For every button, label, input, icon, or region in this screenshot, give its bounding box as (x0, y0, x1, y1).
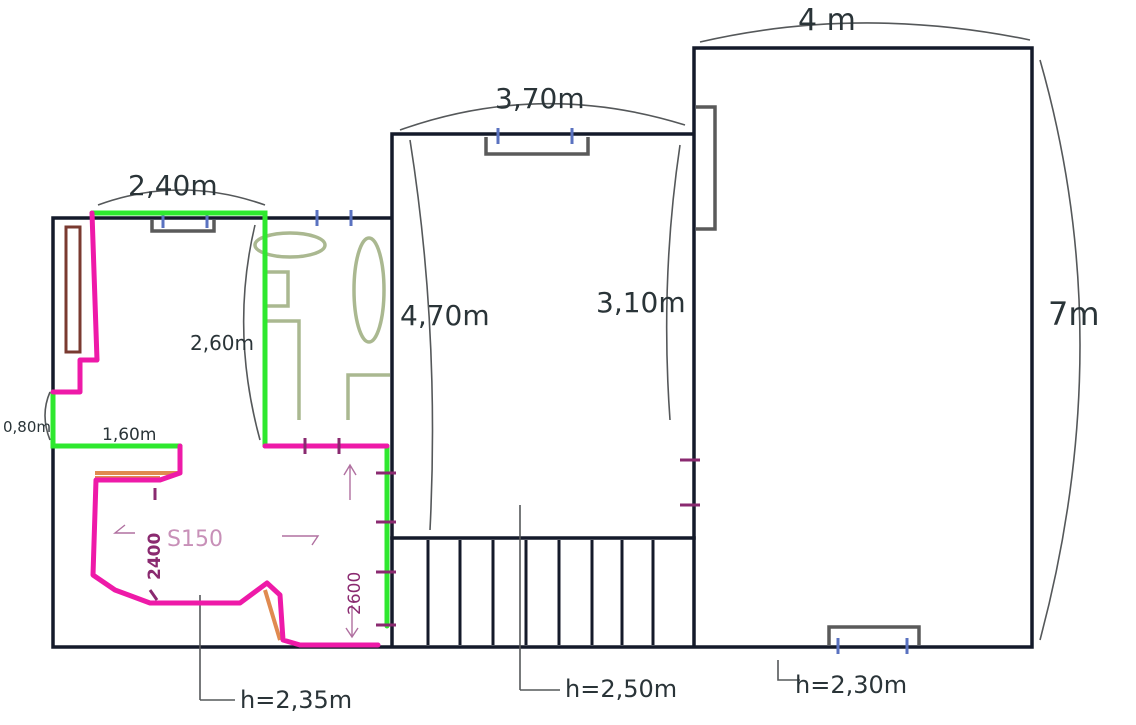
dim-middle-depth: 3,10m (596, 286, 686, 319)
dim-kitchen-run-b: 2600 (345, 572, 365, 615)
dim-middle-width: 3,70m (495, 82, 585, 115)
highlight-pink (50, 210, 390, 648)
windows (150, 105, 921, 654)
plum-markers (148, 438, 700, 627)
height-left: h=2,35m (240, 686, 352, 714)
bathroom-fixtures (253, 231, 390, 420)
kitchen-model-label: S150 (167, 527, 223, 552)
dim-right-width: 4 m (798, 3, 856, 38)
dim-left-step: 1,60m (102, 425, 156, 445)
dim-left-offset: 0,80m (3, 418, 51, 436)
dim-middle-wall: 4,70m (400, 299, 490, 332)
dim-bathroom-depth: 2,60m (190, 331, 254, 355)
staircase (426, 540, 655, 645)
dim-right-length: 7m (1048, 295, 1100, 333)
counter-outline (95, 471, 282, 641)
height-middle: h=2,50m (565, 675, 677, 703)
highlight-green (50, 210, 390, 629)
radiator (64, 225, 82, 354)
dim-kitchen-run-a: 2400 (145, 533, 165, 580)
walls (51, 46, 1034, 649)
height-right: h=2,30m (795, 671, 907, 699)
arrows (113, 463, 359, 639)
dim-left-width: 2,40m (128, 169, 218, 202)
dimension-lines (44, 22, 1081, 701)
